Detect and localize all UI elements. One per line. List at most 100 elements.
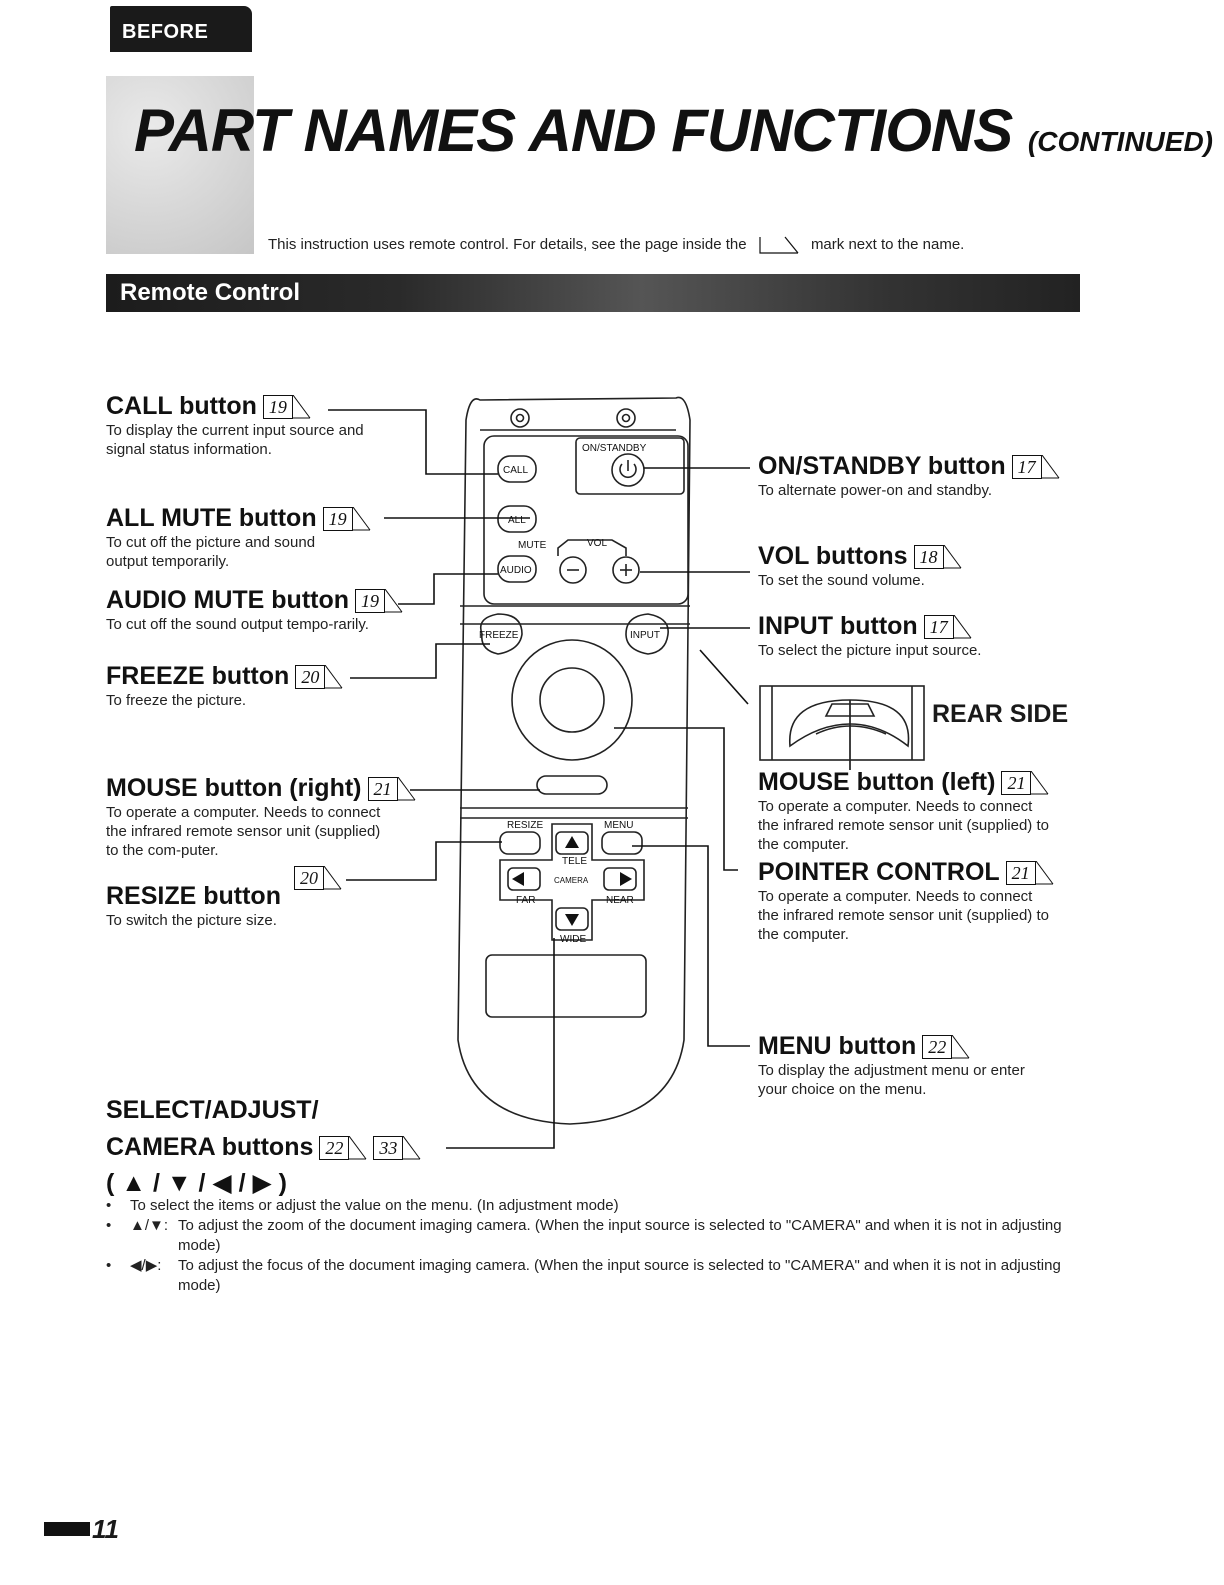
vol-buttons-desc: To set the sound volume. xyxy=(758,572,925,589)
select-ref-page-2: 33 xyxy=(373,1135,404,1160)
mouse-left-button-entry: MOUSE button (left) 21 To operate a comp… xyxy=(758,768,1058,854)
note-text: To adjust the focus of the document imag… xyxy=(178,1257,1061,1294)
call-ref: 19 xyxy=(262,394,311,419)
remote-label-near: NEAR xyxy=(606,895,634,906)
resize-button-entry: RESIZE button To switch the picture size… xyxy=(106,882,406,930)
intro-after: mark next to the name. xyxy=(810,236,965,253)
reference-mark-icon xyxy=(292,394,311,418)
input-button-name: INPUT button xyxy=(758,612,918,640)
reference-mark-icon xyxy=(349,1135,367,1159)
select-adjust-line3: ( ▲ / ▼ / ◀ / ▶ ) xyxy=(106,1169,287,1197)
pointer-control-desc: To operate a computer. Needs to connect … xyxy=(758,888,1049,943)
remote-vol-plus-button xyxy=(612,556,640,584)
all-mute-button-entry: ALL MUTE button 19 To cut off the pictur… xyxy=(106,504,396,571)
all-mute-button-name: ALL MUTE button xyxy=(106,504,317,532)
menu-ref: 22 xyxy=(922,1034,970,1059)
title-main: PART NAMES AND FUNCTIONS xyxy=(134,97,1013,164)
call-button-desc: To display the current input source and … xyxy=(106,422,364,458)
rear-side-inset xyxy=(759,685,925,761)
reference-mark-icon xyxy=(759,236,799,254)
remote-power-button xyxy=(611,453,645,487)
audio-mute-button-desc: To cut off the sound output tempo-rarily… xyxy=(106,616,369,633)
reference-mark-icon xyxy=(397,776,415,800)
page-title: PART NAMES AND FUNCTIONS (CONTINUED) xyxy=(134,96,1213,165)
on-standby-button-entry: ON/STANDBY button 17 To alternate power-… xyxy=(758,452,1088,500)
menu-button-entry: MENU button 22 To display the adjustment… xyxy=(758,1032,1068,1099)
camera-button-notes: • To select the items or adjust the valu… xyxy=(106,1196,1096,1296)
reference-mark-icon xyxy=(324,866,342,890)
on-standby-button-desc: To alternate power-on and standby. xyxy=(758,482,993,499)
resize-button-name: RESIZE button xyxy=(106,882,281,910)
note-row: • To select the items or adjust the valu… xyxy=(106,1197,619,1214)
mouse-right-button-name: MOUSE button (right) xyxy=(106,774,362,802)
remote-label-audio: AUDIO xyxy=(500,565,532,576)
remote-input-button xyxy=(625,613,669,655)
mouse-left-ref: 21 xyxy=(1001,770,1049,795)
section-header-band xyxy=(106,274,1080,312)
all-mute-ref: 19 xyxy=(322,506,371,531)
intro-before: This instruction uses remote control. Fo… xyxy=(268,236,747,253)
note-symbol: ◀/▶: xyxy=(130,1257,162,1274)
remote-label-input: INPUT xyxy=(630,630,660,641)
remote-mouse-right-button xyxy=(536,775,608,795)
remote-label-all: ALL xyxy=(508,515,526,526)
remote-label-far: FAR xyxy=(516,895,535,906)
pointer-control-entry: POINTER CONTROL 21 To operate a computer… xyxy=(758,858,1058,944)
remote-resize-button xyxy=(499,831,541,855)
mouse-right-button-desc: To operate a computer. Needs to connect … xyxy=(106,804,381,859)
mouse-left-button-desc: To operate a computer. Needs to connect … xyxy=(758,798,1049,853)
freeze-ref-page: 20 xyxy=(295,664,326,689)
select-ref-page-1: 22 xyxy=(319,1135,350,1160)
pointer-control-ref: 21 xyxy=(1005,860,1054,885)
menu-button-desc: To display the adjustment menu or enter … xyxy=(758,1062,1025,1098)
remote-label-tele: TELE xyxy=(562,856,587,867)
on-standby-button-name: ON/STANDBY button xyxy=(758,452,1006,480)
intro-text: This instruction uses remote control. Fo… xyxy=(268,236,964,254)
freeze-button-name: FREEZE button xyxy=(106,662,290,690)
reference-mark-icon xyxy=(953,614,972,638)
audio-mute-ref: 19 xyxy=(355,588,403,613)
remote-label-call: CALL xyxy=(503,465,528,476)
pointer-control-name: POINTER CONTROL xyxy=(758,858,1000,886)
remote-body-outline xyxy=(457,396,691,1125)
reference-mark-icon xyxy=(1041,454,1060,478)
section-header: Remote Control xyxy=(120,279,300,306)
title-sub: (CONTINUED) xyxy=(1027,126,1213,157)
menu-ref-page: 22 xyxy=(922,1034,953,1059)
resize-button-desc: To switch the picture size. xyxy=(106,912,277,929)
pointer-control-ref-page: 21 xyxy=(1005,860,1036,885)
input-ref-page: 17 xyxy=(923,614,954,639)
resize-ref-page: 20 xyxy=(294,866,324,890)
note-text: To select the items or adjust the value … xyxy=(130,1197,619,1214)
remote-call-button xyxy=(497,455,537,483)
remote-pointer-control xyxy=(511,639,633,761)
rear-side-label: REAR SIDE xyxy=(932,700,1069,728)
on-standby-ref: 17 xyxy=(1011,454,1060,479)
reference-mark-icon xyxy=(952,1034,970,1058)
remote-down-button xyxy=(555,907,589,931)
call-button-entry: CALL button 19 To display the current in… xyxy=(106,392,396,459)
call-button-name: CALL button xyxy=(106,392,257,420)
remote-audio-button xyxy=(497,555,537,583)
reference-mark-icon xyxy=(943,544,961,568)
all-mute-button-desc: To cut off the picture and sound output … xyxy=(106,534,316,570)
mouse-right-button-entry: MOUSE button (right) 21 To operate a com… xyxy=(106,774,415,860)
select-ref-2: 33 xyxy=(373,1135,421,1160)
remote-label-menu: MENU xyxy=(604,820,633,831)
menu-button-name: MENU button xyxy=(758,1032,917,1060)
reference-mark-icon xyxy=(352,506,371,530)
input-button-desc: To select the picture input source. xyxy=(758,642,982,659)
all-mute-ref-page: 19 xyxy=(322,506,353,531)
on-standby-ref-page: 17 xyxy=(1011,454,1042,479)
input-ref: 17 xyxy=(923,614,972,639)
vol-ref: 18 xyxy=(913,544,962,569)
mouse-right-ref: 21 xyxy=(367,776,416,801)
audio-mute-ref-page: 19 xyxy=(355,588,386,613)
vol-buttons-entry: VOL buttons 18 To set the sound volume. xyxy=(758,542,1088,590)
vol-ref-page: 18 xyxy=(913,544,944,569)
mouse-left-ref-page: 21 xyxy=(1001,770,1032,795)
note-row: • ◀/▶: To adjust the focus of the docume… xyxy=(106,1256,1096,1296)
reference-mark-icon xyxy=(1031,770,1049,794)
reference-mark-icon xyxy=(385,588,403,612)
